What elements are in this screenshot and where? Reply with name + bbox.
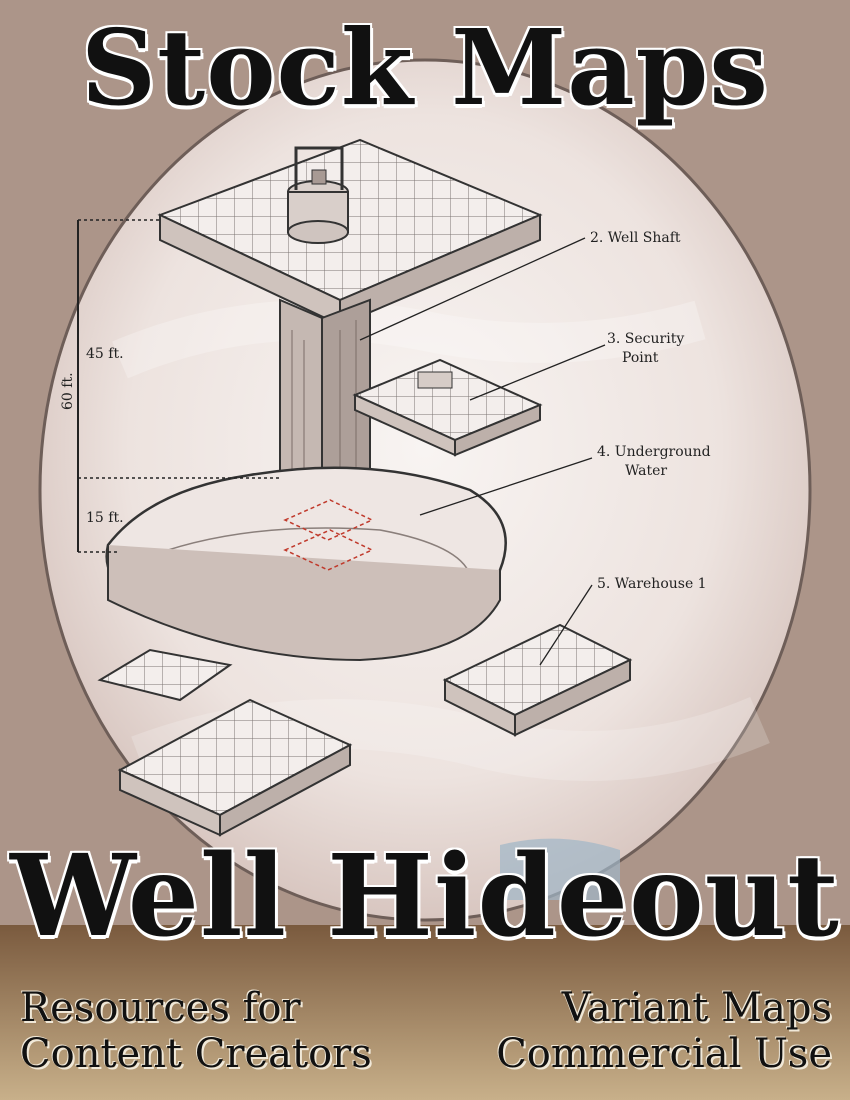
left-tagline: Resources for Content Creators [20, 985, 372, 1077]
lower-rooms [97, 648, 353, 837]
label-water-line1: 4. Underground [597, 444, 711, 460]
security-platform [352, 358, 543, 457]
depth-ruler [77, 219, 280, 553]
left-tagline-line1: Resources for [20, 985, 301, 1031]
label-security-line1: 3. Security [607, 331, 684, 347]
label-warehouse: 5. Warehouse 1 [597, 576, 707, 592]
map-title: Well Hideout [10, 831, 840, 962]
left-tagline-line2: Content Creators [20, 1031, 372, 1077]
series-title: Stock Maps [81, 6, 769, 129]
depth-total: 60 ft. [60, 372, 76, 410]
right-tagline-line2: Commercial Use [496, 1031, 832, 1077]
label-well-shaft: 2. Well Shaft [590, 230, 681, 246]
warehouse-platform [442, 623, 633, 737]
right-tagline: Variant Maps Commercial Use [496, 985, 832, 1077]
depth-upper: 45 ft. [86, 346, 124, 362]
floor-band [0, 925, 850, 1100]
depth-lower: 15 ft. [86, 510, 124, 526]
right-tagline-line1: Variant Maps [561, 985, 832, 1031]
leader-lines [359, 237, 606, 666]
well-icon [287, 146, 349, 244]
well-shaft [279, 298, 371, 507]
label-water-line2: Water [625, 463, 667, 479]
label-security-line2: Point [622, 350, 659, 366]
water-cavern [105, 466, 507, 662]
